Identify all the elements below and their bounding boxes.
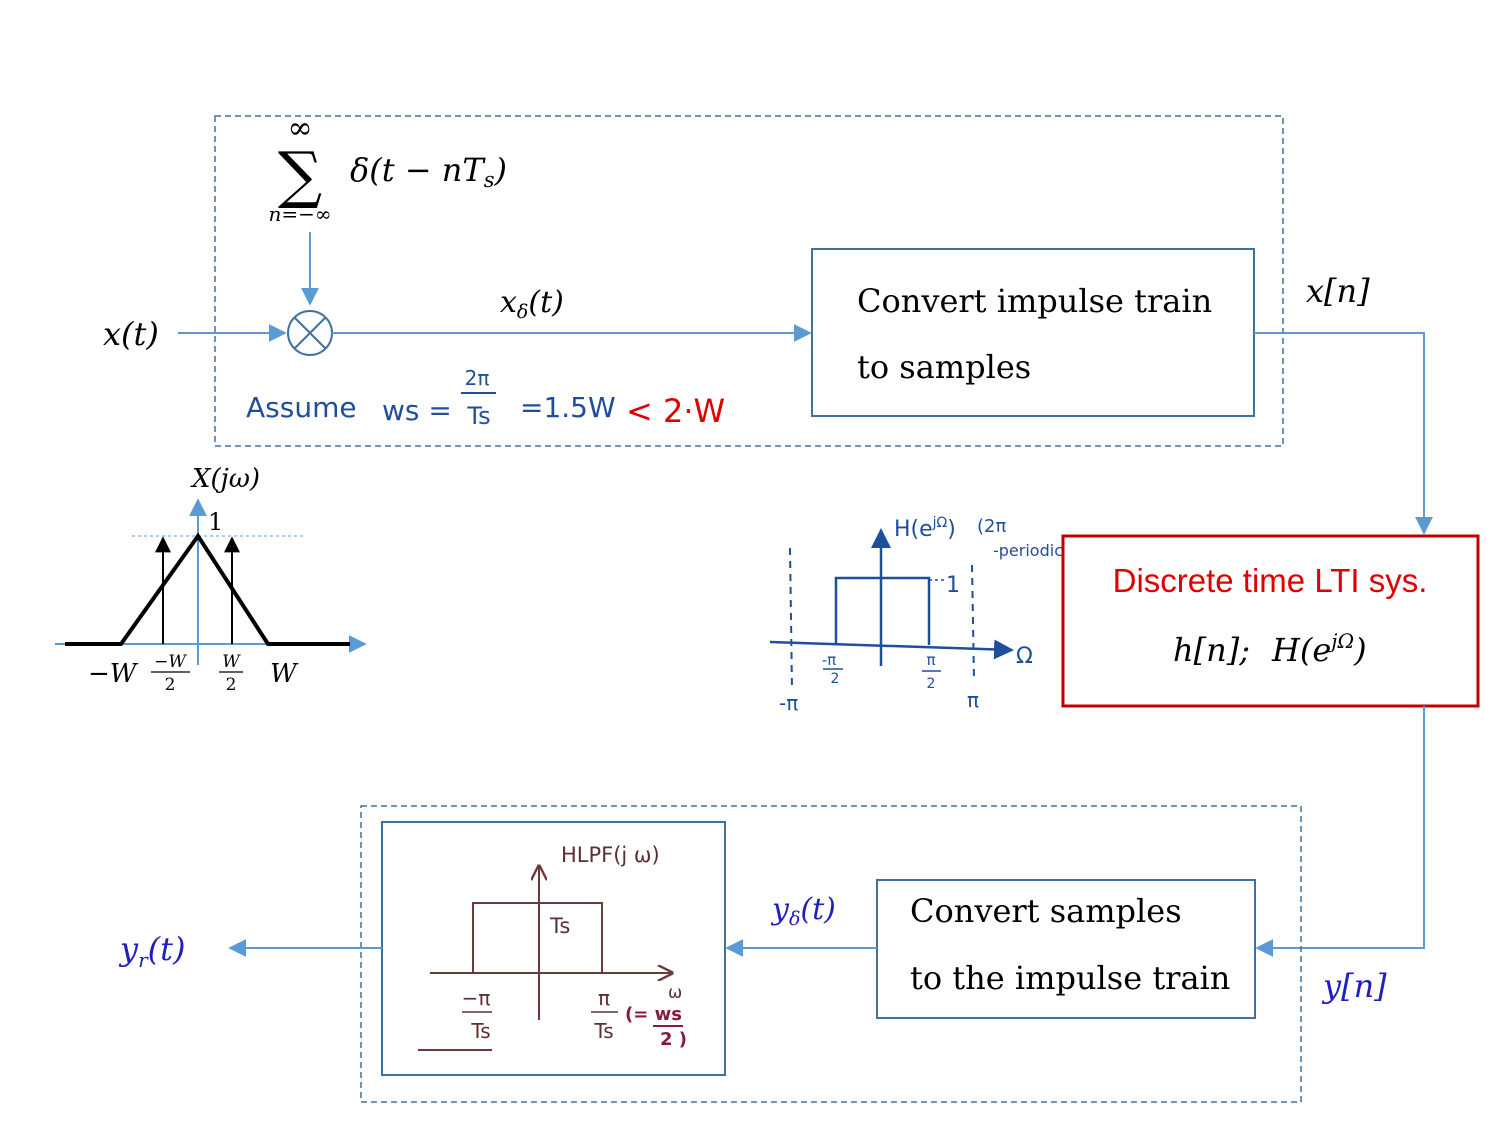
input-spectrum-plot: X(jω) 1 −W −W 2 W 2 W (55, 464, 367, 695)
dt-freq-axis (769, 639, 1014, 660)
input-signal-label: x(t) (103, 315, 159, 353)
dt-note-line2: -periodic) (993, 541, 1069, 560)
lti-system-box (1061, 534, 1480, 708)
spectrum-tick-neg-w: −W (88, 659, 139, 689)
lpf-tick-pos-den: Ts (593, 1019, 613, 1043)
dt-tick-pos-half-den: 2 (927, 676, 936, 692)
sum-lower-limit: n=−∞ (268, 202, 331, 226)
dt-tick-pos-half-num: π (926, 651, 935, 669)
convert-samples-box (876, 879, 1256, 1019)
convert-samples-line1: Convert samples (910, 892, 1182, 930)
lpf-passband (472, 902, 603, 973)
lpf-axis-label: ω (668, 983, 682, 1003)
lpf-tick-note-den: 2 ) (660, 1029, 687, 1050)
yn-label: y[n] (1321, 967, 1387, 1005)
note-compare: < 2·W (626, 392, 725, 430)
spectrum-tick-pos-half-den: 2 (226, 675, 237, 695)
note-fraction-num: 2π (465, 366, 490, 390)
xn-label: x[n] (1306, 272, 1370, 310)
lpf-level-label: Ts (549, 914, 570, 938)
dt-level-label: 1 (946, 573, 960, 598)
lpf-tick-note-num: (= ws (625, 1004, 682, 1025)
spectrum-tick-pos-half-num: W (222, 652, 241, 672)
reconstruction-dashed-boundary (360, 805, 1302, 1103)
spectrum-triangle (65, 532, 350, 646)
lti-responses: h[n];H(ejΩ) (1173, 629, 1367, 669)
output-signal-label: yr(t) (118, 930, 185, 972)
dt-title: H(ejΩ) (894, 515, 956, 542)
lpf-box (381, 821, 726, 1076)
sum-term: δ(t − nTs) (350, 151, 507, 192)
dt-tick-neg-pi: -π (779, 691, 798, 715)
spectrum-tick-pos-w: W (270, 659, 299, 689)
note-fraction-den: Ts (466, 402, 490, 430)
lpf-tick-neg-num: −π (462, 986, 491, 1010)
multiplier-icon (287, 310, 333, 356)
note-assume: Assume (246, 391, 357, 424)
xn-connector (1254, 332, 1433, 535)
dt-period-line-pos (971, 564, 975, 681)
spectrum-tick-neg-half-den: 2 (165, 675, 176, 695)
dt-passband (834, 576, 931, 645)
dt-tick-neg-half-den: 2 (831, 671, 840, 687)
dt-axis-label: Ω (1016, 644, 1033, 669)
ydelta-label: yδ(t) (770, 892, 836, 930)
sampler-dashed-boundary (214, 115, 1284, 447)
note-ws: ws = (382, 394, 452, 427)
convert-impulse-line2: to samples (857, 348, 1031, 386)
convert-impulse-line1: Convert impulse train (857, 282, 1212, 320)
lpf-tick-neg-den: Ts (470, 1019, 490, 1043)
lpf-title: HLPF(j ω) (561, 843, 660, 867)
spectrum-tick-neg-half-num: −W (154, 652, 187, 672)
dt-filter-sketch: 1 H(ejΩ) (2π -periodic) Ω -π 2 π 2 -π π (769, 515, 1069, 715)
lpf-tick-pos-num: π (598, 986, 610, 1010)
lpf-sketch: HLPF(j ω) Ts ω −π Ts π Ts (= ws 2 ) (418, 843, 687, 1051)
spectrum-title: X(jω) (190, 464, 260, 494)
yn-connector (1255, 706, 1425, 957)
sum-upper-limit: ∞ (288, 111, 313, 146)
lti-title: Discrete time LTI sys. (1113, 562, 1428, 599)
dt-tick-neg-half-num: -π (822, 651, 836, 669)
dt-note-line1: (2π (977, 516, 1006, 537)
dt-tick-pos-pi: π (967, 688, 979, 712)
dt-period-line-neg (789, 547, 793, 691)
spectrum-peak-label: 1 (208, 508, 223, 536)
impulse-signal-label: xδ(t) (500, 285, 564, 323)
convert-samples-line2: to the impulse train (910, 959, 1230, 997)
sampling-rate-note: Assume ws = 2π Ts =1.5W < 2·W (246, 366, 725, 430)
convert-impulse-box (811, 248, 1255, 417)
sum-symbol: ∑ (278, 138, 322, 211)
note-value: =1.5W (520, 391, 616, 424)
